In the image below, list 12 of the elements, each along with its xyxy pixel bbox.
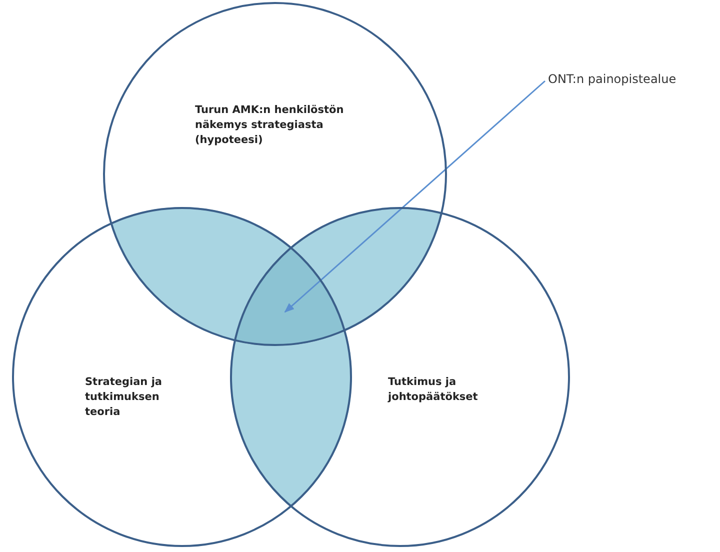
overlap-area <box>110 207 291 341</box>
overlap-area <box>230 330 352 508</box>
leader-arrow <box>284 80 546 313</box>
overlap-area <box>291 207 443 331</box>
circle-label: Strategian ja tutkimuksen teoria <box>85 375 164 420</box>
circle-label: Turun AMK:n henkilöstön näkemys strategiasta (hypoteesi) <box>195 103 345 148</box>
venn-circle <box>103 2 447 346</box>
callout-label: ONT:n painopistealue <box>548 72 676 86</box>
venn-circle <box>230 207 570 547</box>
circle-label: Tutkimus ja johtopäätökset <box>388 375 479 405</box>
venn-circle <box>12 207 352 547</box>
central-overlap-area <box>234 246 346 346</box>
